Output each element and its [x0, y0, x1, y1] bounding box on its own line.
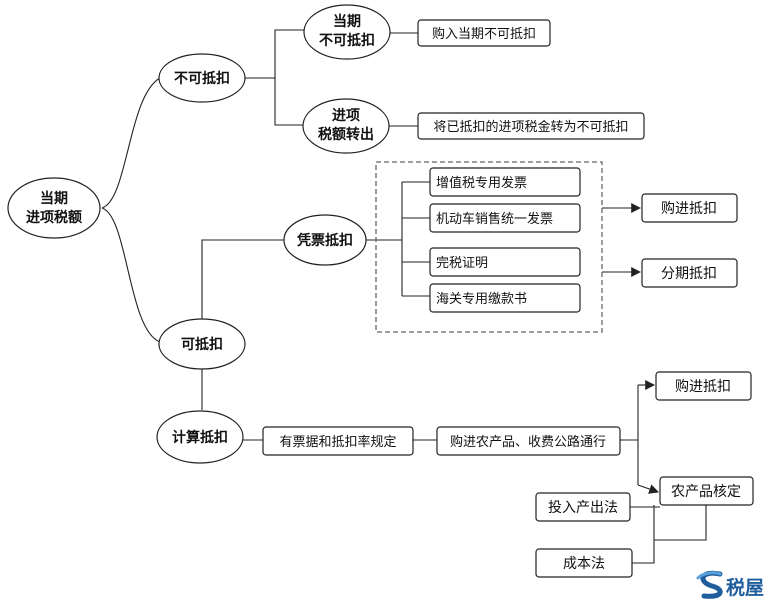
connector-nd-current [245, 29, 305, 79]
connector-root-deductible [101, 207, 161, 343]
purchase-deduct-1-text: 购进抵扣 [661, 201, 717, 217]
node-current-nondeductible: 当期 不可抵扣 [303, 4, 391, 60]
invoice-deduct-label: 凭票抵扣 [296, 232, 353, 249]
box-input-output: 投入产出法 [535, 492, 631, 522]
deductible-label: 可抵扣 [181, 336, 223, 353]
current-nd-line-2: 不可抵扣 [319, 32, 375, 49]
transfer-line-1: 进项 [332, 108, 360, 124]
node-invoice-deduct: 凭票抵扣 [283, 214, 367, 266]
input-output-text: 投入产出法 [548, 500, 618, 516]
installment-text: 分期抵扣 [661, 266, 717, 282]
connector-root-nondeductible [101, 77, 161, 209]
logo-text: 税屋 [726, 576, 764, 599]
box-transfer-description: 将已抵扣的进项税金转为不可抵扣 [417, 112, 645, 140]
node-calc-deduct: 计算抵扣 [156, 410, 244, 464]
vat-invoice-text: 增值税专用发票 [436, 175, 527, 191]
calc-deduct-label: 计算抵扣 [172, 429, 228, 446]
agri-verify-text: 农产品核定 [671, 484, 741, 500]
box-agri-toll: 购进农产品、收费公路通行 [436, 426, 621, 456]
vehicle-invoice-text: 机动车销售统一发票 [436, 211, 553, 227]
box-purchase-nondeductible: 购入当期不可抵扣 [417, 19, 551, 47]
current-nd-line-1: 当期 [333, 13, 361, 30]
node-deductible: 可抵扣 [158, 318, 246, 370]
node-transfer-out: 进项 税额转出 [302, 98, 390, 154]
box-invoice-rate-rule: 有票据和抵扣率规定 [262, 426, 414, 456]
box-vehicle-invoice: 机动车销售统一发票 [429, 203, 581, 233]
box-cost-method: 成本法 [535, 548, 633, 578]
box-purchase-deduct-2: 购进抵扣 [655, 371, 752, 401]
node-nondeductible: 不可抵扣 [158, 53, 246, 103]
connector-deductible-invoice [201, 239, 285, 320]
node-root: 当期 进项税额 [7, 177, 101, 239]
nondeductible-label: 不可抵扣 [174, 70, 230, 87]
tax-cert-text: 完税证明 [436, 256, 488, 271]
invoice-types-group [375, 161, 603, 333]
purchase-deduct-2-text: 购进抵扣 [675, 379, 731, 395]
connectors [101, 29, 707, 564]
invoice-rate-text: 有票据和抵扣率规定 [279, 434, 396, 450]
box-installment: 分期抵扣 [641, 258, 738, 288]
transfer-line-2: 税额转出 [318, 126, 374, 143]
connector-cost-method [632, 540, 655, 564]
box-tax-certificate: 完税证明 [429, 247, 581, 277]
agri-toll-text: 购进农产品、收费公路通行 [450, 434, 606, 450]
box-vat-invoice: 增值税专用发票 [429, 167, 581, 197]
box-agri-verify: 农产品核定 [659, 476, 754, 506]
connector-verify-methods [653, 505, 707, 541]
cost-method-text: 成本法 [563, 556, 605, 572]
customs-book-text: 海关专用缴款书 [436, 292, 527, 307]
box-customs-book: 海关专用缴款书 [429, 283, 581, 313]
arrow-to-agri-verify [637, 484, 660, 494]
root-line-2: 进项税额 [26, 209, 82, 226]
transfer-desc-text: 将已抵扣的进项税金转为不可抵扣 [433, 119, 628, 135]
root-line-1: 当期 [40, 190, 68, 207]
purchase-nd-text: 购入当期不可抵扣 [432, 26, 536, 42]
box-purchase-deduct-1: 购进抵扣 [641, 193, 738, 223]
brand-logo: 税屋 [696, 570, 764, 599]
swoosh-s-logo-icon [696, 570, 723, 599]
connector-nd-transfer [274, 78, 305, 126]
